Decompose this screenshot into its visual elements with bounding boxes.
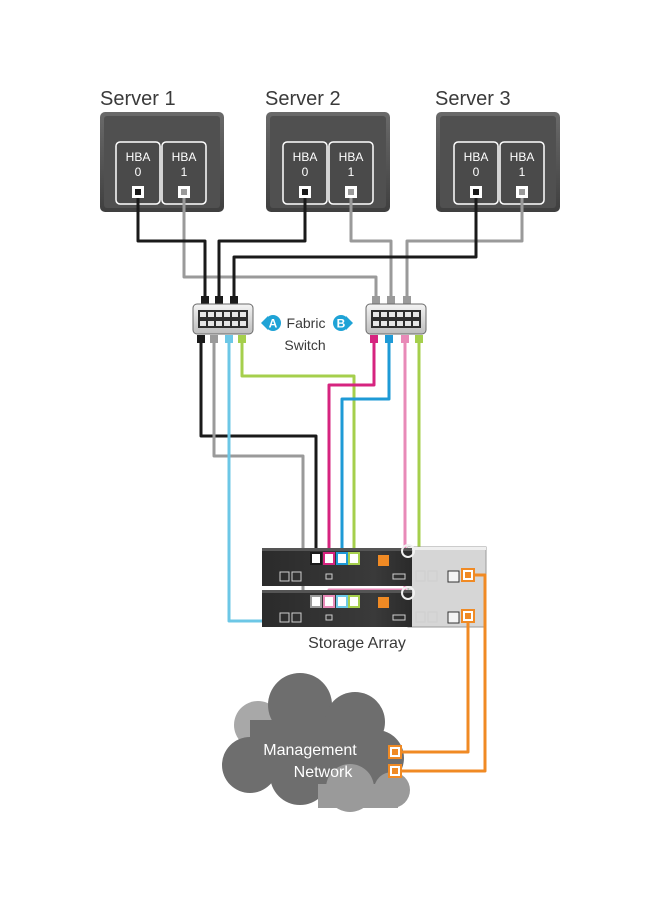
management-cables — [396, 573, 487, 773]
cable-s2-hba0-to-switch-a — [217, 198, 307, 300]
server-3-hba0-label: HBA — [464, 150, 489, 164]
badge-b — [333, 315, 349, 331]
management-network-cloud — [222, 673, 410, 812]
server-2-hba0-num: 0 — [302, 165, 309, 179]
server-1: HBA 0 HBA 1 — [100, 112, 224, 212]
badge-a — [265, 315, 281, 331]
server-1-title: Server 1 — [100, 88, 176, 110]
fabric-switch-b[interactable] — [365, 303, 427, 335]
server-2-title: Server 2 — [265, 88, 341, 110]
ctrl0-port-lime[interactable] — [348, 552, 360, 565]
cable-ctrl1-to-network — [396, 622, 470, 754]
server-3-hba0-num: 0 — [473, 165, 480, 179]
switch-bottom-connectors — [197, 335, 423, 343]
server-3-title: Server 3 — [435, 88, 511, 110]
badge-b-arrow — [346, 316, 353, 330]
cable-s1-hba1-to-switch-b — [182, 198, 378, 300]
cable-switch-b-to-ctrl0-blue — [340, 340, 391, 556]
cable-s1-hba0-to-switch-a — [136, 198, 207, 300]
server-3-hba1-num: 1 — [519, 165, 526, 179]
cable-switch-a-to-ctrl0-lime — [240, 340, 356, 556]
ctrl1-port-pink[interactable] — [323, 595, 335, 608]
network-label-line2: Network — [294, 764, 354, 781]
switch-top-connectors — [201, 296, 411, 305]
ctrl1-port-cyan[interactable] — [336, 595, 348, 608]
server-1-hba0-num: 0 — [135, 165, 142, 179]
badge-a-text: A — [269, 317, 278, 331]
server-1-hba1-num: 1 — [181, 165, 188, 179]
storage-array-label: Storage Array — [308, 635, 406, 652]
fabric-label: Fabric — [287, 315, 326, 331]
cable-switch-b-to-ctrl0-magenta — [327, 340, 376, 556]
storage-array — [262, 544, 487, 628]
server-2-hba1-num: 1 — [348, 165, 355, 179]
cable-ctrl0-to-network — [396, 573, 487, 773]
server-switch-cables — [136, 198, 524, 300]
fabric-switch-a[interactable] — [192, 303, 254, 335]
badge-b-text: B — [337, 317, 346, 331]
server-2-hba1-label: HBA — [339, 150, 364, 164]
ctrl1-port-gray[interactable] — [310, 595, 322, 608]
ctrl0-port-magenta[interactable] — [323, 552, 335, 565]
server-2-hba0-label: HBA — [293, 150, 318, 164]
server-3: HBA 0 HBA 1 — [436, 112, 560, 212]
server-1-hba1-label: HBA — [172, 150, 197, 164]
cable-s3-hba1-to-switch-b — [405, 198, 524, 300]
cable-s3-hba0-to-switch-a — [232, 198, 478, 300]
server-2: HBA 0 HBA 1 — [266, 112, 390, 212]
ctrl0-port-blue[interactable] — [336, 552, 348, 565]
cable-s2-hba1-to-switch-b — [349, 198, 393, 300]
network-label-line1: Management — [263, 742, 357, 759]
server-3-hba1-label: HBA — [510, 150, 535, 164]
cable-switch-a-to-ctrl0-black — [199, 340, 318, 556]
switch-label: Switch — [284, 337, 325, 353]
ctrl0-port-black[interactable] — [310, 552, 322, 565]
ctrl1-port-lime[interactable] — [348, 595, 360, 608]
server-1-hba0-label: HBA — [126, 150, 151, 164]
